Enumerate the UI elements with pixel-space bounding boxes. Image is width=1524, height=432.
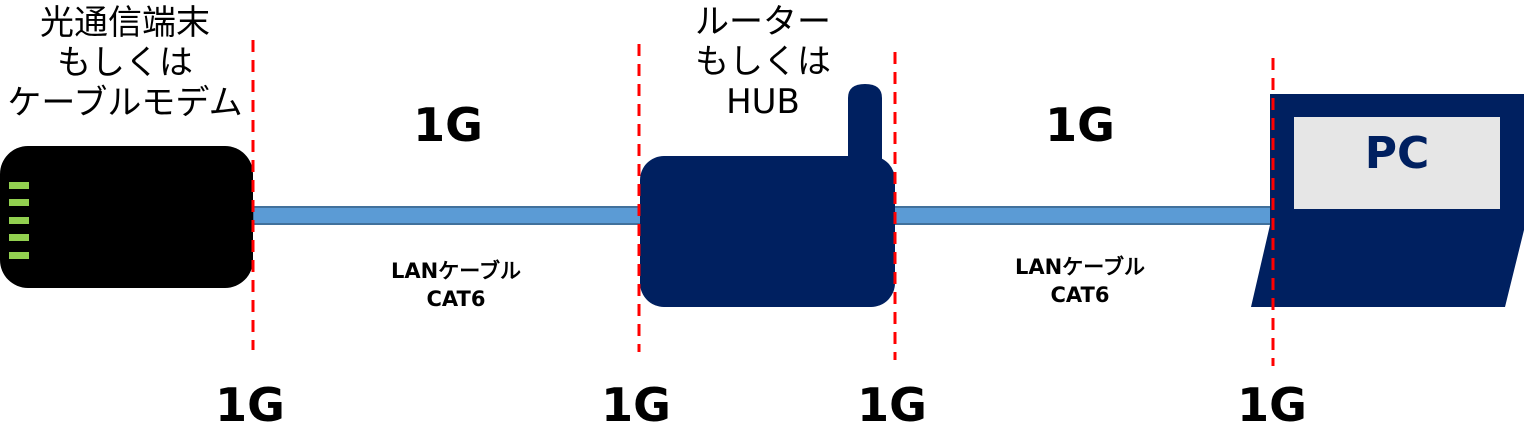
router-label-line: もしくは	[695, 42, 831, 82]
cable-label-1: LANケーブル CAT6	[356, 257, 556, 313]
pc-icon	[1251, 94, 1524, 307]
port-speed-router-out: 1G	[857, 378, 927, 432]
boundary-lines	[251, 40, 1275, 366]
cable-type: LANケーブル	[1015, 255, 1145, 279]
modem-label-line: もしくは	[57, 43, 193, 83]
lan-cable-2	[892, 206, 1274, 225]
modem-icon	[0, 146, 253, 288]
port-speed-router-in: 1G	[601, 378, 671, 432]
modem-label-line: ケーブルモデム	[7, 83, 243, 123]
modem-label-line: 光通信端末	[40, 3, 210, 43]
link-speed-2: 1G	[1045, 98, 1115, 152]
pc-label: PC	[1364, 128, 1430, 179]
port-speed-pc: 1G	[1237, 378, 1307, 432]
link-speed-1: 1G	[413, 98, 483, 152]
cable-category: CAT6	[426, 287, 486, 311]
modem-label: 光通信端末 もしくは ケーブルモデム	[0, 3, 265, 123]
cable-type: LANケーブル	[391, 259, 521, 283]
router-label: ルーター もしくは HUB	[623, 2, 903, 122]
port-speed-modem: 1G	[215, 378, 285, 432]
cable-label-2: LANケーブル CAT6	[980, 253, 1180, 309]
router-label-line: HUB	[726, 82, 800, 122]
cable-category: CAT6	[1050, 283, 1110, 307]
pc-screen	[1294, 117, 1500, 209]
router-icon	[640, 84, 895, 307]
lan-cable-1	[252, 206, 644, 225]
router-label-line: ルーター	[695, 2, 831, 42]
